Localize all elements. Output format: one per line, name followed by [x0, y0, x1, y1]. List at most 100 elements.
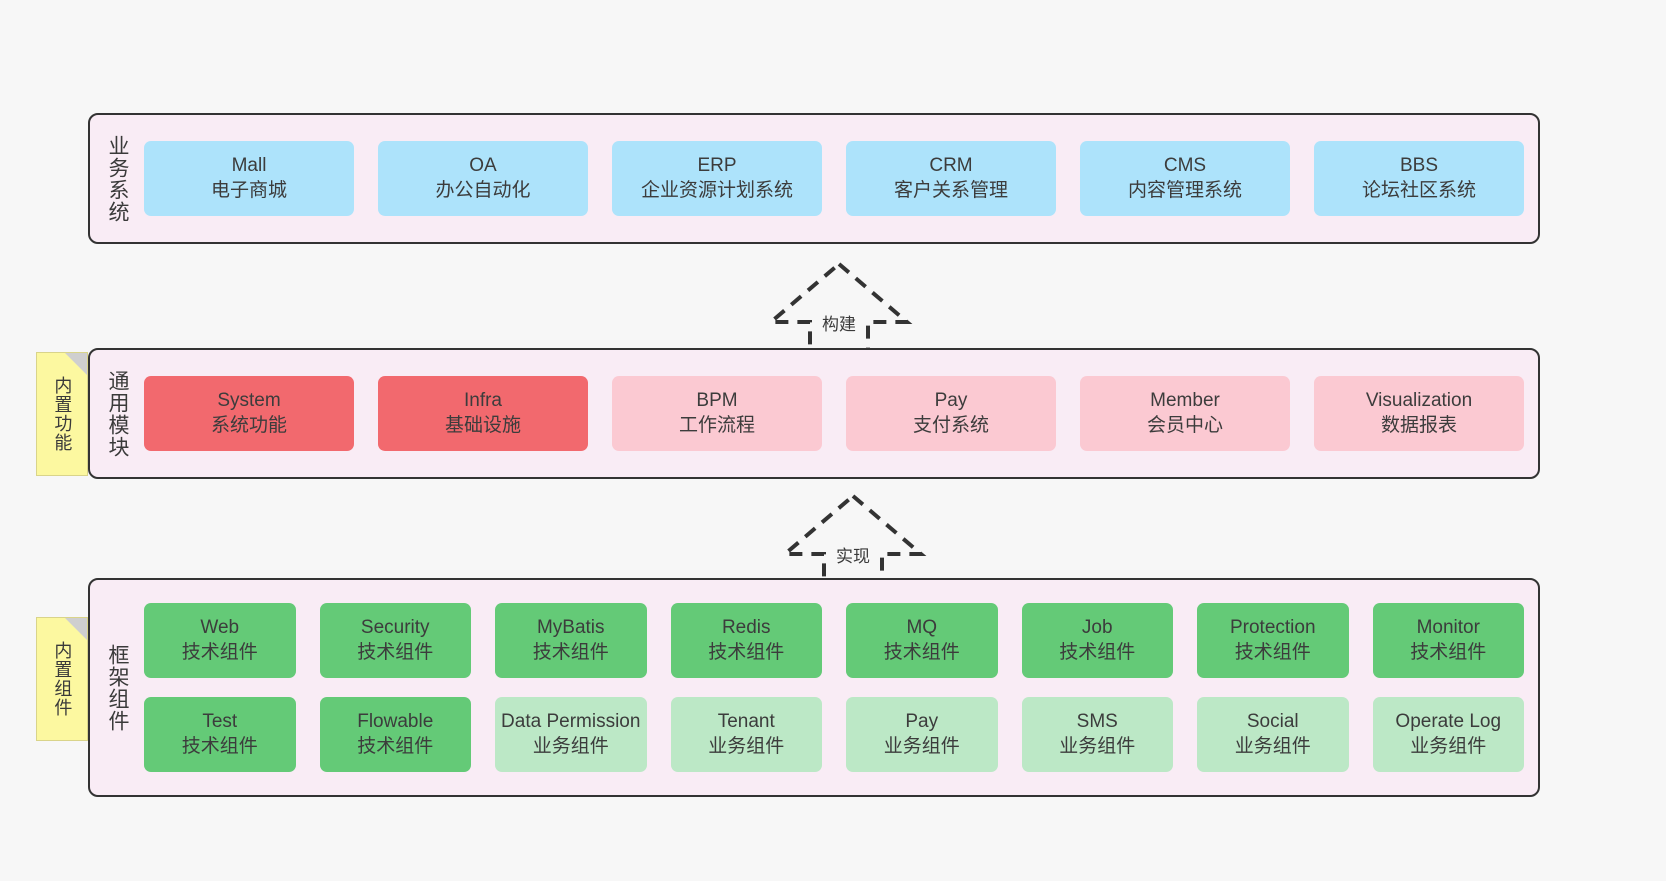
layer-body-common-module: System 系统功能 Infra 基础设施 BPM 工作流程 Pay 支付系统…: [144, 350, 1538, 477]
card-title-en: Web: [200, 616, 240, 638]
card-title-en: Job: [1081, 616, 1113, 638]
card-title-cn: 客户关系管理: [893, 179, 1008, 201]
card-mybatis[interactable]: MyBatis 技术组件: [495, 603, 647, 678]
card-title-cn: 基础设施: [444, 414, 521, 436]
card-system[interactable]: System 系统功能: [144, 376, 354, 451]
card-title-cn: 技术组件: [708, 641, 785, 663]
card-protection[interactable]: Protection 技术组件: [1197, 603, 1349, 678]
card-title-en: Operate Log: [1395, 710, 1502, 732]
note-builtin-component: 内置组件: [36, 617, 88, 741]
note-builtin-component-label: 内置组件: [52, 641, 73, 717]
card-title-en: Pay: [905, 710, 939, 732]
card-title-en: Infra: [463, 389, 503, 411]
layer-title-framework-component: 框架组件: [106, 643, 130, 732]
card-title-en: CMS: [1163, 154, 1207, 176]
card-oa[interactable]: OA 办公自动化: [378, 141, 588, 216]
page-fold-icon: [65, 353, 87, 375]
card-title-cn: 业务组件: [532, 735, 609, 757]
card-test[interactable]: Test 技术组件: [144, 697, 296, 772]
card-title-en: Member: [1150, 389, 1220, 411]
card-title-en: Pay: [934, 389, 968, 411]
card-row: Mall 电子商城 OA 办公自动化 ERP 企业资源计划系统 CRM 客户关系…: [144, 141, 1524, 216]
card-title-cn: 数据报表: [1380, 414, 1457, 436]
card-title-en: BPM: [696, 389, 738, 411]
layer-body-framework-component: Web 技术组件 Security 技术组件 MyBatis 技术组件 Redi…: [144, 580, 1538, 795]
note-builtin-function: 内置功能: [36, 352, 88, 476]
card-title-en: ERP: [697, 154, 737, 176]
card-title-en: Visualization: [1365, 389, 1473, 411]
card-bbs[interactable]: BBS 论坛社区系统: [1314, 141, 1524, 216]
card-cms[interactable]: CMS 内容管理系统: [1080, 141, 1290, 216]
card-title-en: Security: [360, 616, 430, 638]
arrow-implement-label: 实现: [836, 547, 870, 566]
card-title-cn: 企业资源计划系统: [640, 179, 793, 201]
card-web[interactable]: Web 技术组件: [144, 603, 296, 678]
card-pay-component[interactable]: Pay 业务组件: [846, 697, 998, 772]
card-title-cn: 工作流程: [678, 414, 755, 436]
card-security[interactable]: Security 技术组件: [319, 603, 471, 678]
card-title-en: OA: [469, 154, 497, 176]
card-title-en: Data Permission: [501, 710, 641, 732]
card-infra[interactable]: Infra 基础设施: [378, 376, 588, 451]
card-title-cn: 技术组件: [532, 641, 609, 663]
card-title-cn: 系统功能: [210, 414, 287, 436]
card-title-en: BBS: [1399, 154, 1439, 176]
page-fold-icon: [65, 618, 87, 640]
card-title-cn: 技术组件: [1059, 641, 1136, 663]
card-title-en: Protection: [1229, 616, 1316, 638]
card-title-cn: 电子商城: [210, 179, 287, 201]
card-title-en: SMS: [1076, 710, 1118, 732]
card-social[interactable]: Social 业务组件: [1197, 697, 1349, 772]
arrow-build-shape: [765, 261, 913, 352]
card-title-en: Flowable: [357, 710, 434, 732]
card-title-cn: 办公自动化: [435, 179, 531, 201]
card-pay-module[interactable]: Pay 支付系统: [846, 376, 1056, 451]
card-row: Test 技术组件 Flowable 技术组件 Data Permission …: [144, 697, 1524, 772]
card-mall[interactable]: Mall 电子商城: [144, 141, 354, 216]
note-builtin-function-label: 内置功能: [52, 376, 73, 452]
card-title-en: Social: [1246, 710, 1299, 732]
card-title-cn: 会员中心: [1146, 414, 1223, 436]
card-operate-log[interactable]: Operate Log 业务组件: [1372, 697, 1524, 772]
card-job[interactable]: Job 技术组件: [1021, 603, 1173, 678]
arrow-build: 构建: [764, 258, 914, 353]
card-title-en: Redis: [721, 616, 771, 638]
card-title-cn: 论坛社区系统: [1361, 179, 1476, 201]
card-mq[interactable]: MQ 技术组件: [846, 603, 998, 678]
card-title-cn: 业务组件: [883, 735, 960, 757]
card-data-permission[interactable]: Data Permission 业务组件: [495, 697, 647, 772]
card-bpm[interactable]: BPM 工作流程: [612, 376, 822, 451]
card-title-en: Tenant: [717, 710, 775, 732]
card-redis[interactable]: Redis 技术组件: [670, 603, 822, 678]
layer-body-business-system: Mall 电子商城 OA 办公自动化 ERP 企业资源计划系统 CRM 客户关系…: [144, 115, 1538, 242]
card-title-cn: 技术组件: [357, 641, 434, 663]
card-title-en: System: [217, 389, 281, 411]
card-title-cn: 业务组件: [708, 735, 785, 757]
card-title-cn: 业务组件: [1410, 735, 1487, 757]
card-flowable[interactable]: Flowable 技术组件: [319, 697, 471, 772]
card-row: Web 技术组件 Security 技术组件 MyBatis 技术组件 Redi…: [144, 603, 1524, 678]
card-member[interactable]: Member 会员中心: [1080, 376, 1290, 451]
card-tenant[interactable]: Tenant 业务组件: [670, 697, 822, 772]
card-title-cn: 技术组件: [181, 735, 258, 757]
layer-common-module: 通用模块 System 系统功能 Infra 基础设施 BPM 工作流程 Pay…: [88, 348, 1540, 479]
layer-title-business-system: 业务系统: [106, 134, 130, 223]
card-erp[interactable]: ERP 企业资源计划系统: [612, 141, 822, 216]
card-title-cn: 技术组件: [1410, 641, 1487, 663]
card-title-cn: 技术组件: [1234, 641, 1311, 663]
card-visualization[interactable]: Visualization 数据报表: [1314, 376, 1524, 451]
card-title-en: Test: [202, 710, 238, 732]
card-title-en: MyBatis: [536, 616, 605, 638]
card-title-en: MQ: [906, 616, 938, 638]
card-crm[interactable]: CRM 客户关系管理: [846, 141, 1056, 216]
card-monitor[interactable]: Monitor 技术组件: [1372, 603, 1524, 678]
card-sms[interactable]: SMS 业务组件: [1021, 697, 1173, 772]
arrow-implement: 实现: [778, 490, 928, 585]
arrow-build-label: 构建: [822, 315, 856, 334]
card-title-cn: 技术组件: [883, 641, 960, 663]
card-title-cn: 技术组件: [357, 735, 434, 757]
card-title-en: Mall: [231, 154, 267, 176]
card-title-cn: 业务组件: [1059, 735, 1136, 757]
arrow-implement-shape: [779, 493, 927, 584]
